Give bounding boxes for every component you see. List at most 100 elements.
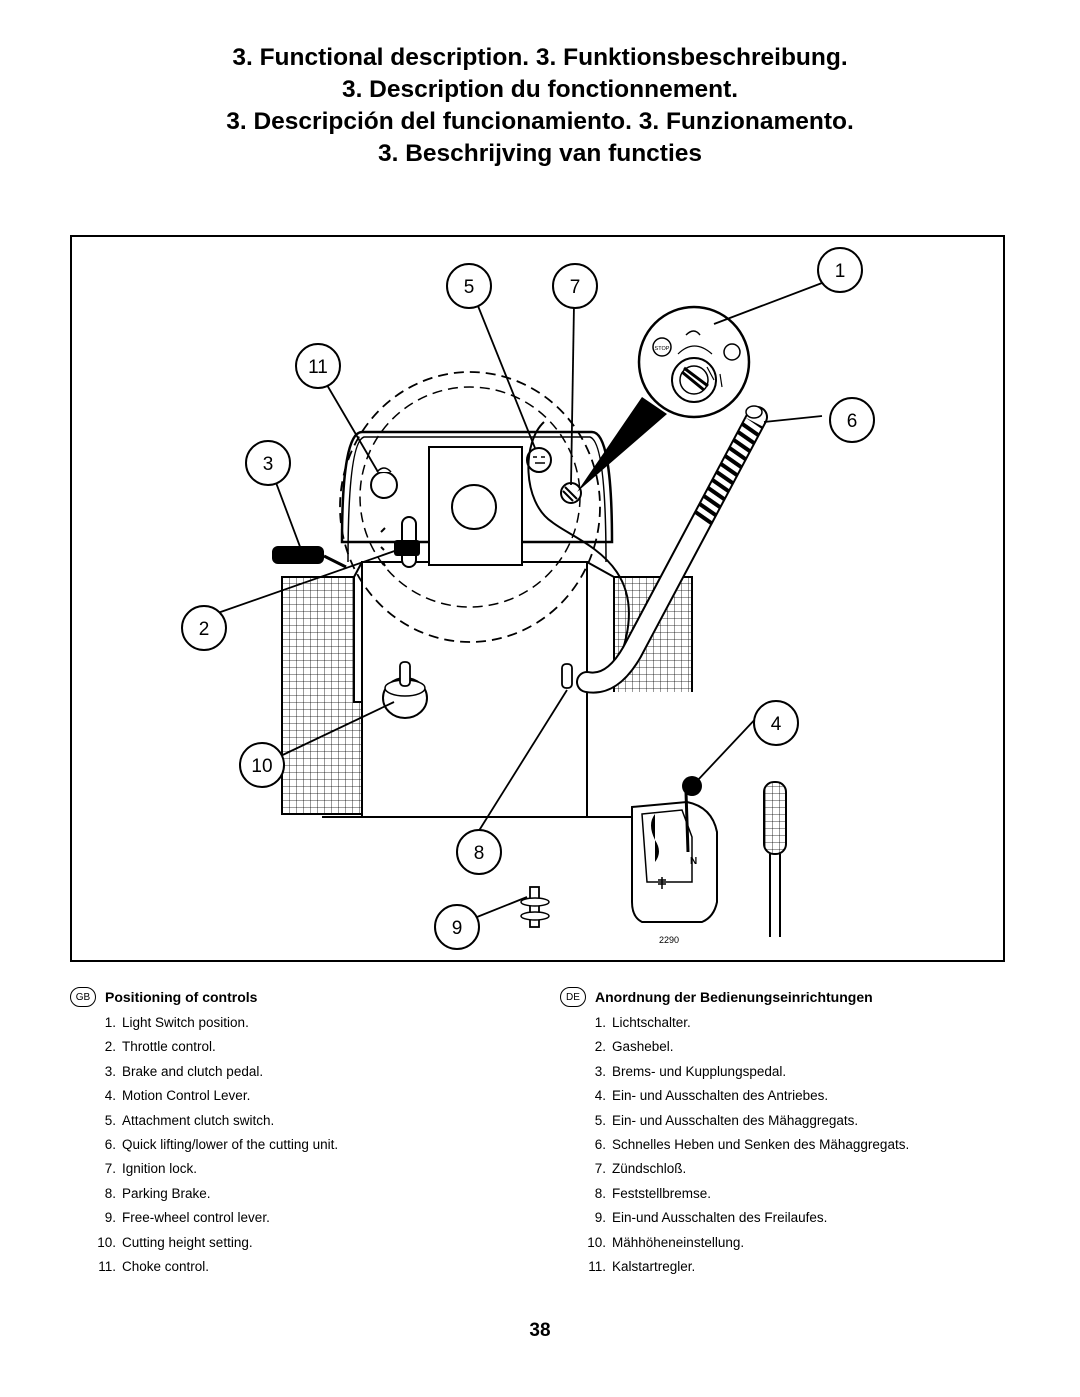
list-item: 2.Throttle control. (70, 1035, 540, 1059)
callout-9-label: 9 (452, 918, 463, 939)
list-item: 3. Brems- und Kupplungspedal. (560, 1060, 1000, 1084)
item-number: 5. (594, 1112, 606, 1128)
title-line-4: 3. Beschrijving van functies (377, 140, 703, 167)
callout-1-label: 1 (835, 261, 846, 282)
callout-2: 2 (181, 605, 227, 651)
item-number: 10. (97, 1234, 116, 1250)
item-text: Parking Brake. (122, 1185, 211, 1201)
item-number: 11. (98, 1258, 116, 1274)
item-text: Brake and clutch pedal. (122, 1063, 264, 1079)
item-text: Zündschloß. (612, 1161, 687, 1177)
item-text: Quick lifting/lower of the cutting unit. (122, 1136, 339, 1152)
callout-9: 9 (434, 904, 480, 950)
item-text: Ein- und Ausschalten des Mähaggregats. (612, 1112, 859, 1128)
de-controls-list: 1. Lichtschalter. 2.Gashebel. 3. Brems- un… (560, 1011, 1000, 1279)
parking-brake-knob (561, 663, 573, 689)
section-gb-title: Positioning of controls (105, 989, 258, 1005)
controls-illustration: STOP (70, 235, 1005, 962)
list-item: 6. Quick lifting/lower of the cutting uni… (70, 1133, 540, 1157)
item-text: Lichtschalter. (612, 1015, 691, 1030)
list-item: 4.Motion Control Lever. (70, 1084, 540, 1108)
item-text: Light Switch position. (122, 1015, 249, 1030)
item-text: Schnelles Heben und Senken des Mähaggreg… (612, 1136, 910, 1152)
callout-5: 5 (446, 263, 492, 309)
item-number: 1. (104, 1015, 116, 1030)
callout-4: 4 (753, 700, 799, 746)
callout-4-label: 4 (771, 714, 782, 735)
list-item: 10. Cutting height setting. (70, 1231, 540, 1255)
list-item: 1. Lichtschalter. (560, 1011, 1000, 1035)
callout-6: 6 (829, 397, 875, 443)
item-text: Ein- und Ausschalten des Antriebes. (612, 1088, 829, 1104)
callout-8-label: 8 (474, 843, 485, 864)
hand-grip (763, 781, 787, 937)
section-gb: GB Positioning of controls 1. Light Switc… (70, 985, 540, 1279)
item-text: Free-wheel control lever. (122, 1210, 270, 1226)
item-number: 3. (594, 1063, 606, 1079)
attachment-switch (526, 447, 552, 473)
brake-pedal (272, 546, 347, 569)
item-text: Gashebel. (612, 1039, 674, 1055)
item-number: 5. (104, 1112, 116, 1128)
callout-5-label: 5 (464, 277, 475, 298)
callout-8: 8 (456, 829, 502, 875)
free-wheel-lever (520, 886, 550, 928)
item-text: Brems- und Kupplungspedal. (612, 1063, 787, 1079)
item-number: 4. (594, 1088, 606, 1104)
title-line-1: 3. Functional description. 3. Funktionsb… (232, 44, 848, 71)
list-item: 2.Gashebel. (560, 1035, 1000, 1059)
throttle-lever (380, 516, 420, 568)
item-number: 2. (104, 1039, 116, 1055)
item-number: 11. (588, 1258, 606, 1274)
item-number: 7. (104, 1161, 116, 1177)
ignition-detail-magnifier: STOP (577, 305, 751, 492)
section-de-header: DE Anordnung der Bedienungseinrichtungen (560, 985, 1000, 1009)
item-number: 8. (594, 1185, 606, 1201)
callout-7-label: 7 (570, 277, 581, 298)
item-number: 9. (594, 1210, 606, 1226)
item-number: 6. (104, 1136, 116, 1152)
section-de-title: Anordnung der Bedienungseinrichtungen (595, 989, 873, 1005)
choke-knob (370, 467, 398, 499)
title-line-3: 3. Descripción del funcionamiento. 3. Fu… (226, 108, 854, 135)
item-text: Motion Control Lever. (122, 1088, 251, 1104)
gb-controls-list: 1. Light Switch position. 2.Throttle cont… (70, 1011, 540, 1279)
item-text: Feststellbremse. (612, 1185, 712, 1201)
list-item: 11. Kalstartregler. (560, 1255, 1000, 1279)
item-number: 7. (594, 1161, 606, 1177)
list-item: 3.Brake and clutch pedal. (70, 1060, 540, 1084)
list-item: 10. Mähhöheneinstellung. (560, 1231, 1000, 1255)
item-text: Kalstartregler. (612, 1258, 696, 1274)
item-number: 8. (104, 1185, 116, 1201)
item-number: 1. (594, 1015, 606, 1030)
list-item: 9.Free-wheel control lever. (70, 1206, 540, 1230)
section-de: DE Anordnung der Bedienungseinrichtungen… (560, 985, 1000, 1279)
section-gb-header: GB Positioning of controls (70, 985, 540, 1009)
callout-11-label: 11 (308, 357, 328, 378)
item-text: Choke control. (122, 1258, 210, 1274)
list-item: 11. Choke control. (70, 1255, 540, 1279)
language-badge-de: DE (560, 987, 586, 1007)
item-number: 10. (587, 1234, 606, 1250)
list-item: 7. Ignition lock. (70, 1157, 540, 1181)
motion-control-panel: N (631, 776, 718, 923)
list-item: 4. Ein- und Ausschalten des Antriebes. (560, 1084, 1000, 1108)
callout-3: 3 (245, 440, 291, 486)
callout-3-label: 3 (263, 454, 274, 475)
neutral-label: N (690, 856, 697, 867)
ignition-lock-small (560, 482, 582, 504)
item-text: Ein-und Ausschalten des Freilaufes. (612, 1210, 828, 1226)
callout-7: 7 (552, 263, 598, 309)
leader-lines (211, 282, 823, 920)
list-item: 7. Zündschloß. (560, 1157, 1000, 1181)
callout-1: 1 (817, 247, 863, 293)
item-text: Mähhöheneinstellung. (612, 1234, 745, 1250)
item-number: 6. (594, 1136, 606, 1152)
list-item: 5.Attachment clutch switch. (70, 1109, 540, 1133)
item-text: Ignition lock. (122, 1161, 198, 1177)
callout-2-label: 2 (199, 619, 210, 640)
item-text: Cutting height setting. (122, 1234, 253, 1250)
list-item: 5. Ein- und Ausschalten des Mähaggregats. (560, 1109, 1000, 1133)
language-badge-gb: GB (70, 987, 96, 1007)
left-fender (281, 576, 365, 815)
